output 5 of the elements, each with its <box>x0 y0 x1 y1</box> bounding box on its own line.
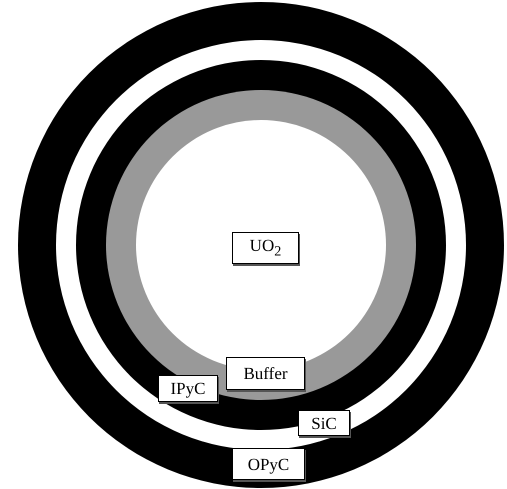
layer-label: OPyC <box>232 448 305 480</box>
layer-label: UO$_{2}$ <box>232 232 299 264</box>
layer-label: SiC <box>298 410 350 436</box>
layer-label: Buffer <box>226 357 305 390</box>
layer-label: IPyC <box>158 375 218 402</box>
